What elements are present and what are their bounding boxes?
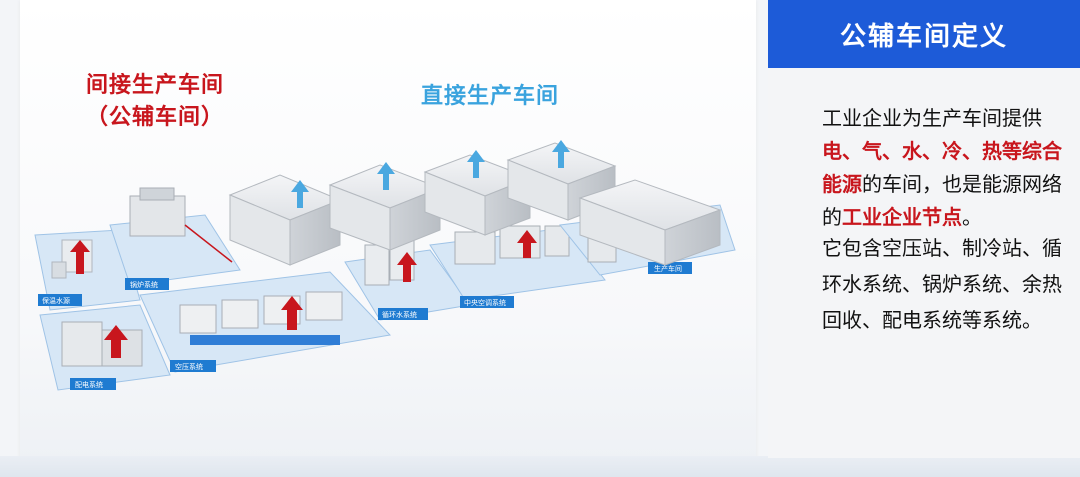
zone-central-ac bbox=[429, 225, 606, 308]
zone-insulation-water bbox=[34, 229, 141, 311]
zone-label-insulation-water: 保温水源 bbox=[42, 296, 70, 305]
up-arrow-icon bbox=[291, 180, 309, 208]
workshop-5 bbox=[578, 179, 722, 266]
up-arrow-icon bbox=[552, 140, 570, 168]
definition-header: 公辅车间定义 bbox=[768, 0, 1080, 68]
definition-paragraph-1: 工业企业为生产车间提供电、气、水、冷、热等综合能源的车间，也是能源网络的工业企业… bbox=[822, 102, 1080, 234]
direct-production-title: 直接生产车间 bbox=[420, 84, 559, 109]
direct-flow-arrows bbox=[291, 140, 570, 208]
zone-label-boiler: 锅炉系统 bbox=[130, 280, 158, 289]
up-arrow-icon bbox=[70, 240, 90, 274]
p1-text-c: 的车间，也是能源网络的 bbox=[822, 172, 1062, 229]
zone-circulating-water bbox=[344, 239, 471, 321]
bottom-strip bbox=[0, 456, 1080, 477]
indirect-title-line1: 间接生产车间 bbox=[85, 73, 224, 98]
zone-label-circulating-water: 循环水系统 bbox=[382, 310, 417, 319]
definition-body: 工业企业为生产车间提供电、气、水、冷、热等综合能源的车间，也是能源网络的工业企业… bbox=[768, 68, 1080, 458]
zone-label-air-compression: 空压系统 bbox=[175, 362, 203, 371]
up-arrow-icon bbox=[104, 325, 128, 358]
factory-illustration: 保温水源 锅炉系统 配电系统 空压系统 循环水系统 中央空调系统 生产车间 bbox=[34, 140, 736, 391]
up-arrow-icon bbox=[517, 230, 537, 258]
zone-boiler bbox=[109, 187, 241, 290]
p1-highlight-node: 工业企业节点 bbox=[842, 205, 962, 229]
indirect-production-title: 间接生产车间 （公辅车间） bbox=[70, 70, 240, 134]
p1-highlight-energy: 电、气、水、冷、热等综合能源 bbox=[822, 139, 1062, 196]
p1-text-e: 。 bbox=[962, 205, 982, 229]
zone-label-production: 生产车间 bbox=[654, 264, 682, 273]
up-arrow-icon bbox=[377, 162, 395, 190]
p1-text-a: 工业企业为生产车间提供 bbox=[822, 106, 1042, 130]
indirect-flow-arrows bbox=[70, 230, 537, 358]
workshop-1 bbox=[228, 174, 342, 266]
indirect-title-line2: （公辅车间） bbox=[85, 105, 224, 130]
up-arrow-icon bbox=[281, 296, 303, 330]
zone-air-compression bbox=[139, 271, 392, 373]
zone-label-central-ac: 中央空调系统 bbox=[464, 298, 506, 307]
zone-label-power-distribution: 配电系统 bbox=[75, 380, 103, 389]
definition-paragraph-2: 它包含空压站、制冷站、循环水系统、锅炉系统、余热回收、配电系统等系统。 bbox=[822, 236, 1062, 332]
up-arrow-icon bbox=[467, 150, 485, 178]
definition-title: 公辅车间定义 bbox=[839, 21, 1008, 52]
up-arrow-icon bbox=[397, 252, 417, 282]
